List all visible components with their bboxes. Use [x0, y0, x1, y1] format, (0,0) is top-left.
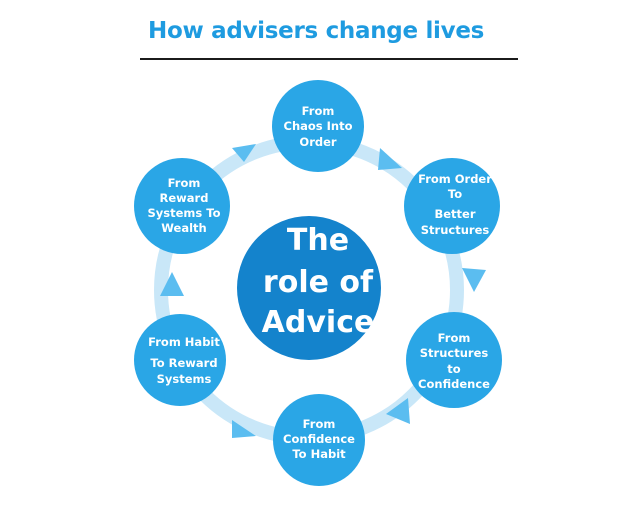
- node-text-line: To Habit: [292, 447, 346, 461]
- node-text-line: Confidence: [418, 377, 490, 391]
- node-text-line: From: [302, 104, 335, 118]
- arrow-icon: [462, 268, 486, 292]
- node-habit-to-reward: From Habit To Reward Systems: [134, 314, 226, 406]
- node-order-to-structures: From Order To Better Structures: [404, 158, 500, 254]
- node-text-line: Structures: [421, 223, 490, 237]
- node-text-line: Better: [434, 207, 475, 221]
- node-text-line: From Order: [418, 172, 492, 186]
- node-structures-to-confidence: From Structures to Confidence: [406, 312, 502, 408]
- node-text-line: Wealth: [161, 221, 206, 235]
- arrow-icon: [378, 148, 402, 170]
- center-line-3: Advice: [262, 305, 375, 340]
- diagram-title: How advisers change lives: [148, 18, 485, 44]
- node-text-line: Order: [299, 135, 336, 149]
- node-text-line: From: [303, 417, 336, 431]
- node-text-line: From Habit: [148, 335, 220, 349]
- arrow-icon: [160, 272, 184, 296]
- node-text-line: Structures: [420, 346, 489, 360]
- arrow-icon: [232, 420, 256, 438]
- arrow-icon: [386, 398, 410, 424]
- node-text-line: Systems: [157, 372, 212, 386]
- center-line-2: role of: [263, 265, 374, 300]
- center-circle: The role of Advice: [237, 216, 381, 360]
- node-reward-to-wealth: From Reward Systems To Wealth: [134, 158, 230, 254]
- node-text-line: Reward: [160, 191, 209, 205]
- node-text-line: To: [448, 187, 462, 201]
- node-text-line: From: [438, 331, 471, 345]
- center-line-1: The: [287, 223, 349, 258]
- cycle-arrows: [160, 144, 486, 438]
- node-text-line: Systems To: [148, 206, 221, 220]
- title-underline: [140, 58, 518, 60]
- node-text-line: From: [168, 176, 201, 190]
- arrow-icon: [232, 144, 256, 162]
- node-text-line: to: [447, 362, 460, 376]
- node-text-line: Confidence: [283, 432, 355, 446]
- node-text-line: Chaos Into: [284, 119, 353, 133]
- node-confidence-to-habit: From Confidence To Habit: [273, 394, 365, 486]
- node-text-line: To Reward: [150, 356, 217, 370]
- node-chaos-to-order: From Chaos Into Order: [272, 80, 364, 172]
